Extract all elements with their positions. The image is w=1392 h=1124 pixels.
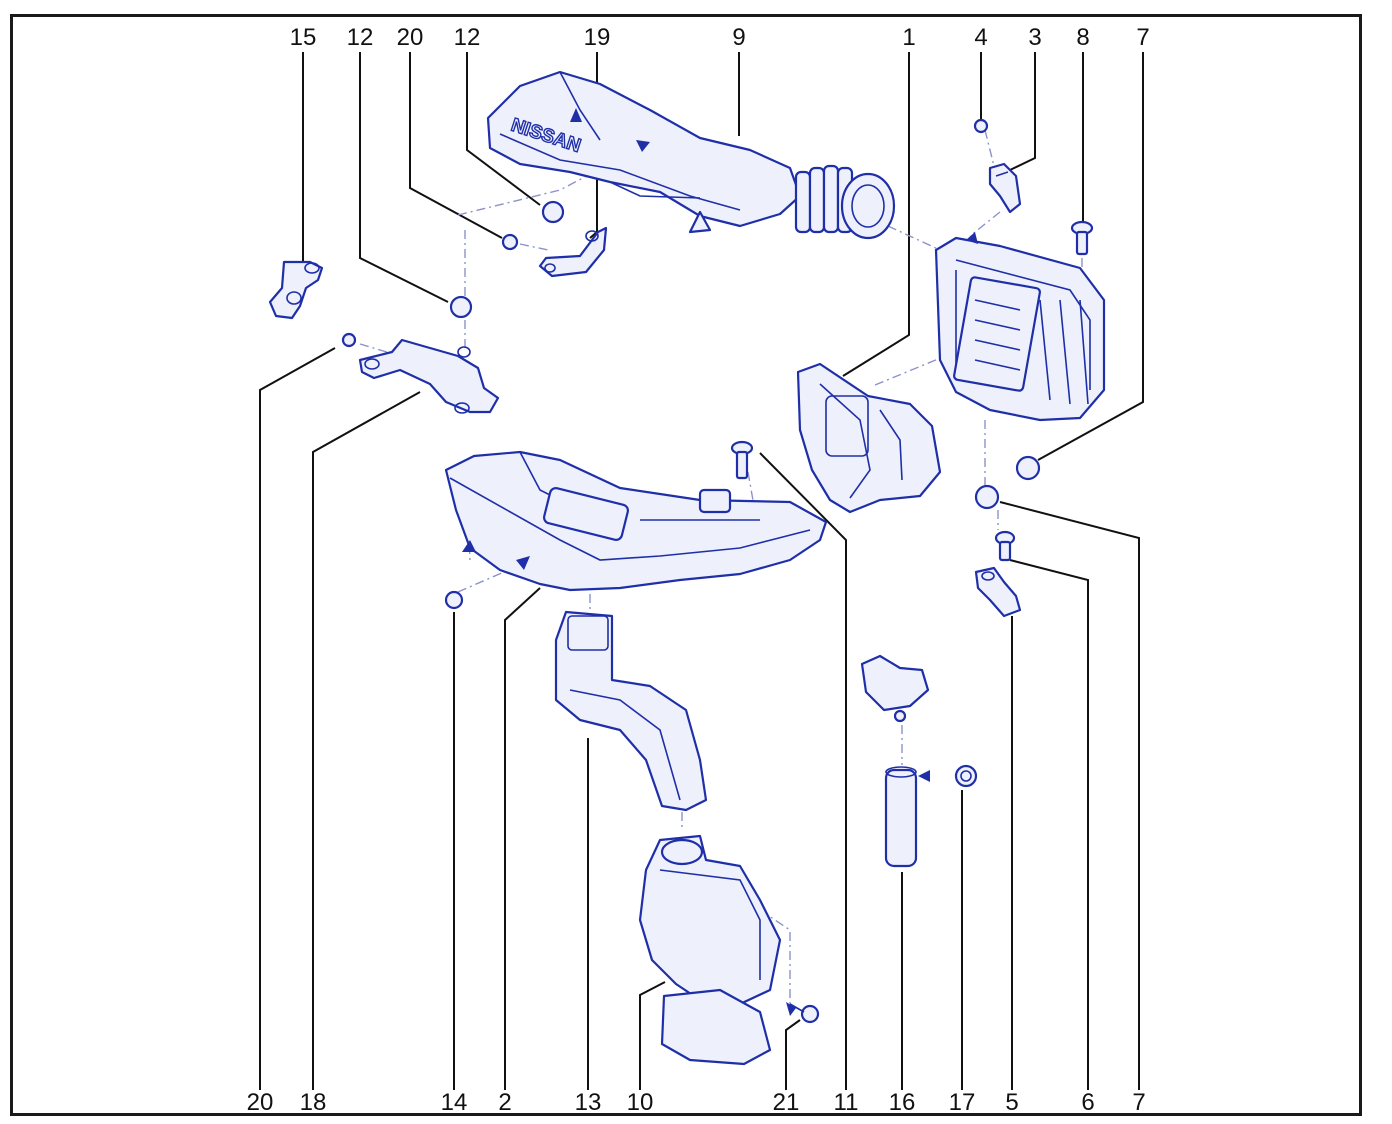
assembly-arrows <box>462 108 978 1016</box>
grommet-12-top <box>541 200 565 224</box>
callout-6-bottom: 6 <box>1081 1089 1094 1116</box>
resonator-part-1 <box>796 362 942 514</box>
bolt-6 <box>994 530 1016 562</box>
grommet-12-left <box>449 295 473 319</box>
callout-17-bottom: 17 <box>949 1089 976 1116</box>
diagram-frame <box>10 14 1362 1116</box>
leader-lines <box>259 52 1144 1090</box>
callout-10-bottom: 10 <box>627 1089 654 1116</box>
callout-12-top-left: 12 <box>347 24 374 51</box>
callouts-bottom: 20 18 14 2 13 10 21 11 16 17 5 6 7 <box>247 1089 1146 1116</box>
callout-5-bottom: 5 <box>1005 1089 1018 1116</box>
callout-7-top: 7 <box>1136 24 1149 51</box>
bolt-11 <box>730 440 754 480</box>
bolt-21 <box>789 1003 820 1024</box>
callout-19-top: 19 <box>584 24 611 51</box>
callouts-top: 15 12 20 12 19 9 1 4 3 8 7 <box>290 24 1150 51</box>
callout-2-bottom: 2 <box>498 1089 511 1116</box>
bolt-8 <box>1070 220 1094 256</box>
hose-part-16 <box>884 766 918 868</box>
callout-13-bottom: 13 <box>575 1089 602 1116</box>
callout-12-top-right: 12 <box>454 24 481 51</box>
callout-3-top: 3 <box>1028 24 1041 51</box>
callout-20-bottom: 20 <box>247 1089 274 1116</box>
callout-21-bottom: 21 <box>773 1089 800 1116</box>
air-filter-housing <box>934 236 1106 422</box>
fasteners <box>341 118 1094 1024</box>
callout-16-bottom: 16 <box>889 1089 916 1116</box>
bracket-part-15 <box>268 260 324 320</box>
callout-9-top: 9 <box>732 24 745 51</box>
grommet-7-upper <box>1015 455 1041 481</box>
clip-20-top <box>501 233 519 251</box>
callout-15-top: 15 <box>290 24 317 51</box>
callout-8-top: 8 <box>1076 24 1089 51</box>
air-box-part-10 <box>638 834 782 1066</box>
sensor-part-3 <box>988 162 1022 214</box>
clip-20-left <box>341 332 357 348</box>
grommet-7-lower <box>974 484 1000 510</box>
sensor-bracket <box>860 654 930 723</box>
callout-14-bottom: 14 <box>441 1089 468 1116</box>
bracket-part-18 <box>358 338 500 414</box>
bolt-14 <box>444 590 464 610</box>
callout-7-bottom: 7 <box>1132 1089 1145 1116</box>
callout-4-top: 4 <box>974 24 987 51</box>
clip-17 <box>954 764 978 788</box>
callout-20-top: 20 <box>397 24 424 51</box>
duct-part-13 <box>554 610 708 812</box>
callout-18-bottom: 18 <box>300 1089 327 1116</box>
lower-intake-duct-part-2 <box>444 450 828 592</box>
bracket-part-19 <box>538 226 608 278</box>
callout-11-bottom: 11 <box>834 1089 859 1116</box>
callout-1-top: 1 <box>902 24 915 51</box>
bracket-part-5 <box>974 566 1022 618</box>
nut-4 <box>973 118 989 134</box>
